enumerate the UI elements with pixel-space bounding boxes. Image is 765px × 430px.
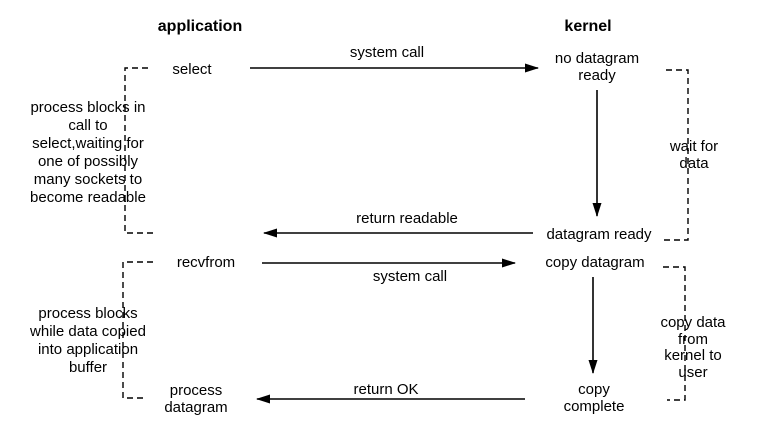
note-recvfrom-blocking: process blocks while data copied into ap… — [30, 305, 146, 376]
bracket-wait-for-data — [663, 69, 689, 241]
node-no-datagram-ready: no datagram ready — [554, 50, 640, 84]
column-header-kernel: kernel — [564, 18, 612, 35]
label-system-call-2: system call — [372, 268, 448, 285]
label-return-readable: return readable — [356, 210, 458, 227]
bracket-recvfrom-blocking — [122, 261, 153, 399]
node-copy-datagram: copy datagram — [545, 254, 645, 271]
note-wait-for-data: wait for data — [669, 138, 719, 172]
label-return-ok: return OK — [353, 381, 419, 398]
node-copy-complete: copy complete — [563, 381, 625, 415]
column-header-application: application — [157, 18, 243, 35]
node-datagram-ready: datagram ready — [546, 226, 652, 243]
bracket-copy-data — [663, 266, 686, 401]
note-select-blocking: process blocks in call to select,waiting… — [30, 99, 146, 206]
node-select: select — [172, 61, 212, 78]
node-recvfrom: recvfrom — [176, 254, 236, 271]
label-system-call-1: system call — [349, 44, 425, 61]
node-process-datagram: process datagram — [164, 382, 228, 416]
note-copy-data: copy data from kernel to user — [660, 314, 726, 381]
bracket-select-blocking — [124, 67, 155, 234]
